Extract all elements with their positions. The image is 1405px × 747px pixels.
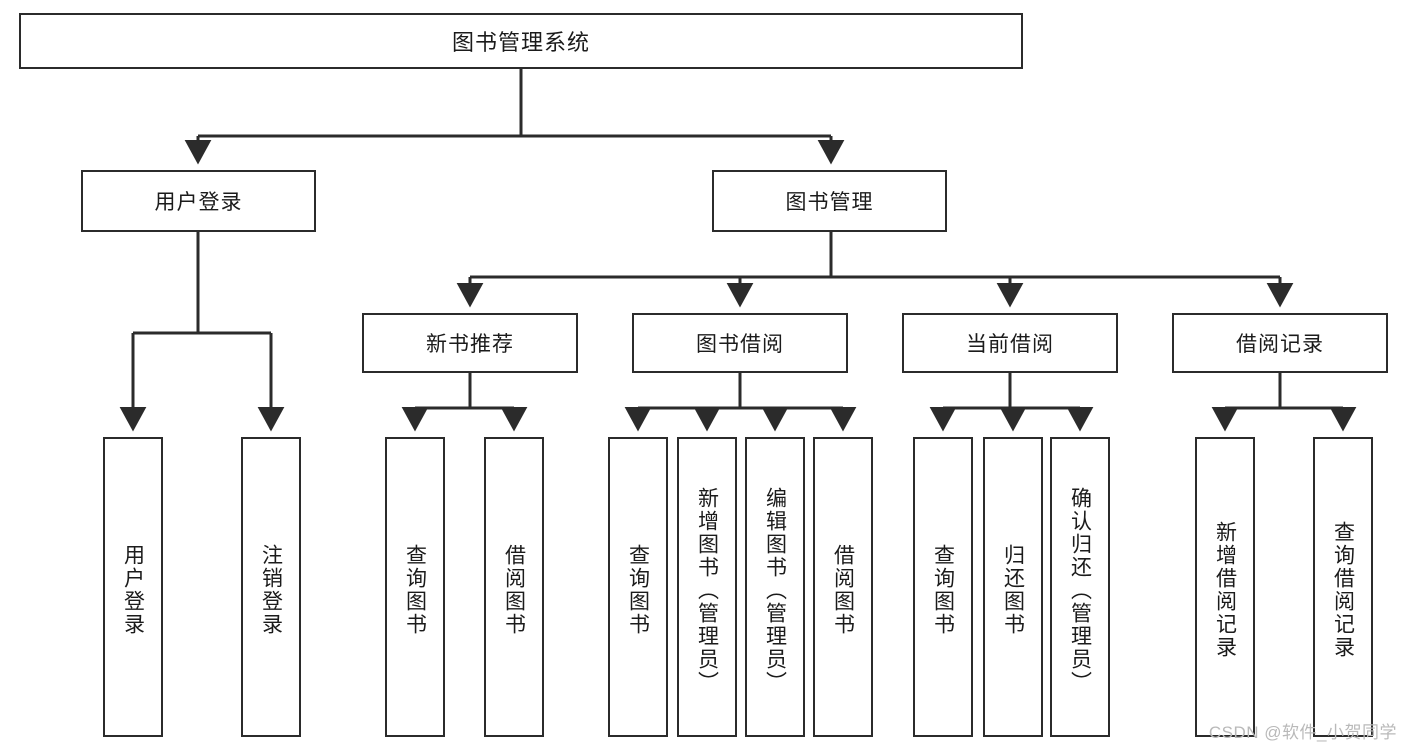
node-leaf-borrow-book-2[interactable]: 借阅图书	[813, 437, 873, 737]
node-book-borrow[interactable]: 图书借阅	[632, 313, 848, 373]
node-label: 注销登录	[259, 544, 283, 636]
node-user-login[interactable]: 用户登录	[81, 170, 316, 232]
node-label: 用户登录	[121, 544, 145, 636]
node-current-borrow[interactable]: 当前借阅	[902, 313, 1118, 373]
node-leaf-query-book-3[interactable]: 查询图书	[913, 437, 973, 737]
node-leaf-user-login[interactable]: 用户登录	[103, 437, 163, 737]
node-new-book-recommend[interactable]: 新书推荐	[362, 313, 578, 373]
node-leaf-borrow-book-1[interactable]: 借阅图书	[484, 437, 544, 737]
node-label: 借阅图书	[502, 544, 526, 636]
watermark: CSDN @软件_小贺同学	[1208, 723, 1397, 742]
node-label: 编辑图书（管理员）	[763, 486, 787, 694]
node-label: 借阅记录	[1236, 333, 1324, 356]
node-leaf-logout[interactable]: 注销登录	[241, 437, 301, 737]
node-label: 查询图书	[403, 544, 427, 636]
node-label: 图书管理系统	[451, 30, 590, 55]
node-borrow-record[interactable]: 借阅记录	[1172, 313, 1388, 373]
node-label: 图书管理	[785, 191, 874, 214]
node-label: 借阅图书	[831, 544, 855, 636]
node-label: 查询图书	[931, 544, 955, 636]
node-book-manage[interactable]: 图书管理	[712, 170, 947, 232]
node-label: 确认归还（管理员）	[1068, 486, 1092, 694]
node-leaf-add-book[interactable]: 新增图书（管理员）	[677, 437, 737, 737]
node-label: 归还图书	[1001, 544, 1025, 636]
node-label: 当前借阅	[966, 333, 1054, 356]
node-label: 新书推荐	[426, 333, 514, 356]
node-label: 查询图书	[626, 544, 650, 636]
node-leaf-confirm-return[interactable]: 确认归还（管理员）	[1050, 437, 1110, 737]
node-root-book-management-system[interactable]: 图书管理系统	[19, 13, 1023, 69]
node-label: 图书借阅	[696, 333, 784, 356]
node-leaf-query-record[interactable]: 查询借阅记录	[1313, 437, 1373, 737]
node-leaf-query-book-1[interactable]: 查询图书	[385, 437, 445, 737]
node-leaf-query-book-2[interactable]: 查询图书	[608, 437, 668, 737]
node-leaf-edit-book[interactable]: 编辑图书（管理员）	[745, 437, 805, 737]
node-leaf-return-book[interactable]: 归还图书	[983, 437, 1043, 737]
node-label: 新增图书（管理员）	[695, 486, 719, 694]
node-label: 新增借阅记录	[1213, 521, 1237, 659]
node-label: 查询借阅记录	[1331, 521, 1355, 659]
node-label: 用户登录	[154, 191, 243, 214]
node-leaf-add-record[interactable]: 新增借阅记录	[1195, 437, 1255, 737]
